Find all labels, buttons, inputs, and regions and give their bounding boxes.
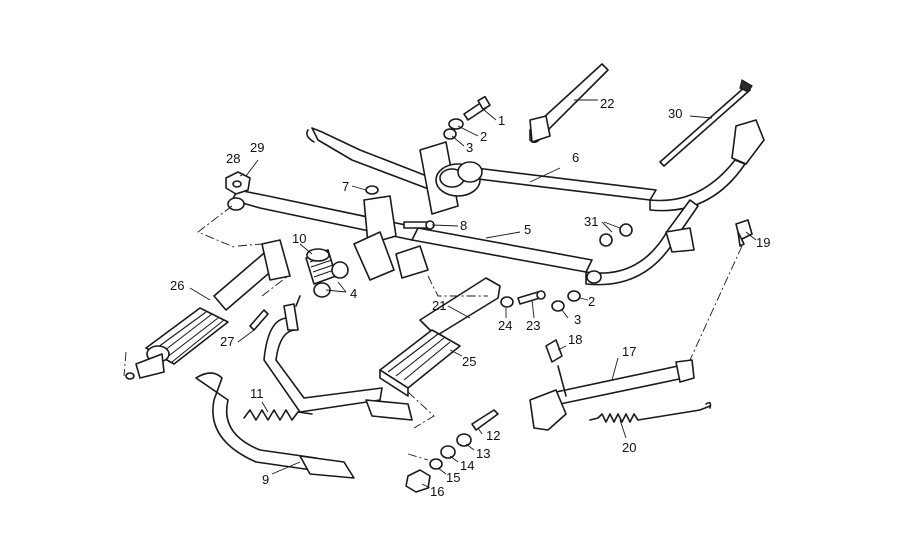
side-stand-17 <box>529 359 695 431</box>
callout-13: 13 <box>476 446 490 461</box>
callout-16: 16 <box>430 484 444 499</box>
spring-11 <box>243 409 313 421</box>
frame-tube-upper <box>469 159 746 212</box>
leader-lines <box>189 99 757 489</box>
footrest-26 <box>125 239 291 380</box>
callout-15: 15 <box>446 470 460 485</box>
bolt-27 <box>249 309 269 331</box>
part-30-rod <box>659 79 753 167</box>
centre-stand-9 <box>195 295 413 479</box>
callout-18: 18 <box>568 332 582 347</box>
callout-1: 1 <box>498 113 505 128</box>
callout-9: 9 <box>262 472 269 487</box>
cap-18 <box>545 339 563 363</box>
callout-3b: 3 <box>574 312 581 327</box>
callout-6: 6 <box>572 150 579 165</box>
callout-21: 21 <box>432 298 446 313</box>
callout-31: 31 <box>584 214 598 229</box>
callout-26: 26 <box>170 278 184 293</box>
callout-23: 23 <box>526 318 540 333</box>
assembly-lines <box>123 205 743 461</box>
nut-28 <box>225 171 251 195</box>
upper-bracket-arm <box>306 127 433 189</box>
part-22-strap <box>529 63 609 144</box>
callout-5: 5 <box>524 222 531 237</box>
callout-7: 7 <box>342 179 349 194</box>
callout-8: 8 <box>460 218 467 233</box>
fasteners-bottom <box>405 409 499 493</box>
callout-24: 24 <box>498 318 512 333</box>
callout-27: 27 <box>220 334 234 349</box>
fasteners-right <box>500 290 581 312</box>
pivot-bracket <box>353 141 483 281</box>
callout-25: 25 <box>462 354 476 369</box>
callout-11: 11 <box>250 386 264 401</box>
fastener-7 <box>365 185 379 195</box>
callout-14: 14 <box>460 458 474 473</box>
callout-3: 3 <box>466 140 473 155</box>
callout-19: 19 <box>756 235 770 250</box>
callout-20: 20 <box>622 440 636 455</box>
bolt-19 <box>735 219 753 247</box>
bushings-31 <box>599 223 633 247</box>
callout-labels: 1 2 3 6 22 30 28 29 7 8 5 31 19 10 4 26 … <box>170 96 770 499</box>
fastener-8 <box>403 220 435 230</box>
callout-12: 12 <box>486 428 500 443</box>
callout-30: 30 <box>668 106 682 121</box>
callout-10: 10 <box>292 231 306 246</box>
rubber-10 <box>305 248 337 285</box>
callout-28: 28 <box>226 151 240 166</box>
callout-29: 29 <box>250 140 264 155</box>
callout-2: 2 <box>480 129 487 144</box>
right-end-bracket <box>665 119 765 253</box>
callout-2b: 2 <box>588 294 595 309</box>
spring-20 <box>589 401 712 423</box>
callout-22: 22 <box>600 96 614 111</box>
callout-4: 4 <box>350 286 357 301</box>
pedal-25 <box>379 329 461 397</box>
callout-17: 17 <box>622 344 636 359</box>
